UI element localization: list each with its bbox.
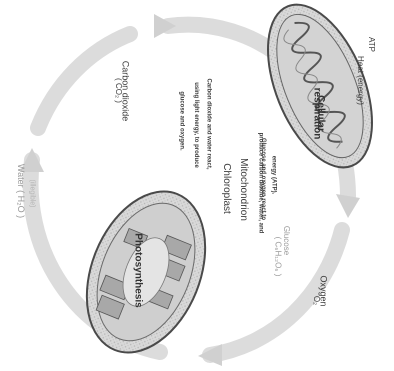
carbon-dioxide-formula: ( CO₂ ) [114, 78, 123, 103]
mitochondrion-description-line-2: produce carbon dioxide, water, and [257, 133, 263, 234]
heat-label: Heat (energy) [356, 56, 365, 105]
mitochondrion-description-line-3: energy (ATP). [270, 156, 276, 195]
chloroplast-description-line-3: glucose and oxygen. [179, 91, 185, 150]
oxygen-formula: O₂ [312, 296, 321, 305]
chloroplast-illustration [64, 174, 227, 370]
photosynthesis-label: Photosynthesis [133, 233, 144, 307]
arrowhead-right [336, 194, 360, 218]
glucose-formula: ( C₆H₁₂O₆ ) [273, 237, 282, 277]
cellular-respiration-label-line-2: respiration [311, 88, 322, 140]
chloroplast-description-line-1: Carbon dioxide and water react, [206, 78, 212, 169]
chloroplast-title: Chloroplast [221, 163, 232, 214]
water-secondary-label: (illegible) [29, 179, 36, 207]
water-label: Water ( H₂O ) [16, 164, 26, 218]
mitochondrion-title: Mitochondrion [238, 158, 249, 221]
glucose-label: Glucose [282, 226, 291, 255]
atp-label: ATP [367, 37, 376, 52]
chloroplast-description-line-2: using light energy, to produce [193, 82, 199, 168]
